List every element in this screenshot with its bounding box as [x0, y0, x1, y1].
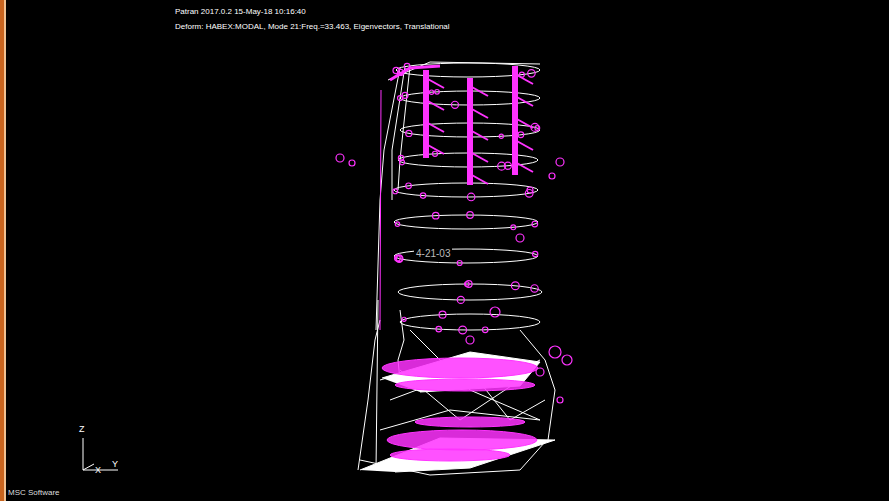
node-marker	[402, 92, 408, 98]
node-marker	[457, 296, 464, 303]
node-marker	[531, 123, 539, 131]
node-marker	[406, 130, 412, 136]
strut-tick	[426, 144, 444, 154]
node-marker	[402, 317, 406, 321]
node-marker	[532, 221, 538, 227]
software-logo: MSC Software	[8, 488, 60, 498]
header-text: Patran 2017.0.2 15-May-18 10:16:40	[175, 7, 306, 17]
axis-label: Z	[79, 424, 85, 435]
strut-tick	[426, 100, 444, 110]
node-marker	[490, 307, 500, 317]
node-marker	[439, 311, 446, 318]
node-marker	[404, 63, 410, 69]
node-marker	[519, 72, 524, 77]
strut-tick	[470, 174, 488, 184]
node-marker	[457, 260, 462, 265]
ring-frame	[394, 215, 538, 229]
border-stripe	[0, 0, 4, 501]
node-marker	[466, 281, 473, 288]
node-marker	[511, 282, 519, 290]
node-marker	[395, 255, 401, 261]
node-marker	[499, 134, 503, 138]
instrument-mass	[387, 430, 537, 450]
truss-member	[376, 68, 400, 330]
axis-label: X	[95, 465, 101, 476]
header-text: Deform: HABEX:MODAL, Mode 21:Freq.=33.46…	[175, 22, 450, 32]
strut	[390, 66, 440, 80]
element-label: 4-21-03	[414, 248, 452, 260]
node-marker	[466, 336, 474, 344]
node-marker	[459, 326, 467, 334]
node-marker	[435, 90, 440, 95]
node-marker	[467, 193, 475, 201]
node-marker	[536, 368, 544, 376]
axis-label: Y	[112, 459, 118, 470]
strut	[380, 90, 381, 330]
node-marker	[518, 132, 524, 138]
strut-tick	[515, 118, 533, 128]
strut-tick	[426, 122, 444, 132]
strut-tick	[470, 130, 488, 140]
node-marker	[393, 189, 398, 194]
truss-member	[380, 410, 540, 430]
node-marker	[531, 285, 538, 292]
node-marker	[482, 327, 488, 333]
instrument-mass	[415, 417, 525, 427]
node-marker	[504, 162, 511, 169]
node-marker	[420, 193, 425, 198]
strut-tick	[470, 152, 488, 162]
ring-frame	[394, 183, 538, 197]
node-marker	[432, 212, 439, 219]
node-marker	[527, 187, 533, 193]
node-marker	[549, 346, 561, 358]
node-marker	[395, 222, 399, 226]
strut-tick	[515, 162, 533, 172]
node-marker	[516, 234, 524, 242]
node-marker	[511, 225, 516, 230]
node-marker	[336, 154, 344, 162]
node-marker	[451, 101, 458, 108]
bench-plate	[382, 352, 540, 392]
ring-frame	[394, 249, 538, 263]
node-marker	[528, 70, 536, 78]
axis-line	[83, 438, 84, 470]
node-marker	[556, 158, 564, 166]
node-marker	[467, 212, 474, 219]
node-marker	[432, 151, 437, 156]
node-marker	[557, 397, 563, 403]
strut-tick	[470, 86, 488, 96]
strut-tick	[426, 78, 444, 88]
strut-tick	[515, 140, 533, 150]
node-marker	[533, 251, 538, 256]
strut-tick	[470, 108, 488, 118]
truss-member	[398, 66, 410, 190]
instrument-mass	[390, 449, 510, 461]
node-marker	[429, 90, 433, 94]
node-marker	[398, 69, 404, 75]
border-stripe	[4, 0, 6, 501]
node-marker	[406, 183, 412, 189]
ring-frame	[400, 314, 540, 330]
strut	[512, 66, 518, 175]
mode-shape	[336, 62, 572, 475]
axis-line	[83, 464, 94, 470]
node-marker	[349, 160, 355, 166]
strut-tick	[515, 96, 533, 106]
node-marker	[436, 326, 441, 331]
node-marker	[549, 173, 555, 179]
node-marker	[398, 155, 403, 160]
node-marker	[535, 126, 540, 131]
instrument-mass	[395, 379, 535, 391]
ring-frame	[398, 284, 542, 300]
truss-member	[358, 320, 380, 470]
node-marker	[562, 355, 572, 365]
instrument-mass	[382, 358, 538, 378]
